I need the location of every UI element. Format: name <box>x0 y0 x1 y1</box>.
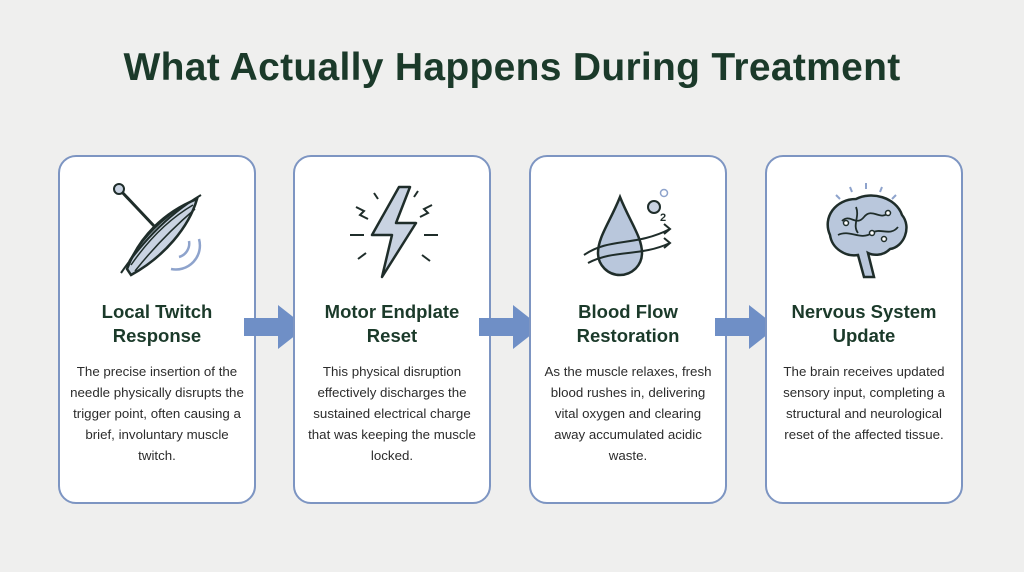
heading-line: Update <box>832 325 896 346</box>
step-description: The brain receives updated sensory input… <box>783 364 945 442</box>
svg-text:2: 2 <box>660 212 666 224</box>
brain-icon <box>826 183 908 279</box>
heading-line: Restoration <box>576 325 680 346</box>
step-description: This physical disruption effectively dis… <box>308 364 476 463</box>
step-heading: Nervous System Update <box>767 300 961 348</box>
blood-drop-oxygen-icon: 2 <box>583 188 672 277</box>
page-title: What Actually Happens During Treatment <box>123 46 901 89</box>
heading-line: Motor Endplate <box>324 301 460 322</box>
heading-line: Nervous System <box>791 301 937 322</box>
needle-muscle-icon <box>113 183 202 277</box>
lightning-bolt-icon <box>350 185 438 279</box>
step-card-motor-endplate: Motor Endplate Reset This physical disru… <box>293 155 491 504</box>
heading-line: Reset <box>366 325 418 346</box>
arrow-right-icon <box>244 305 306 349</box>
heading-line: Response <box>112 325 202 346</box>
heading-line: Local Twitch <box>101 301 213 322</box>
step-card-blood-flow: 2 Blood Flow Restoration As the muscle r… <box>529 155 727 504</box>
step-card-nervous-system: Nervous System Update The brain receives… <box>765 155 963 504</box>
arrow-right-icon <box>715 305 777 349</box>
heading-line: Blood Flow <box>578 301 678 322</box>
step-description: As the muscle relaxes, fresh blood rushe… <box>544 364 712 463</box>
step-card-local-twitch: Local Twitch Response The precise insert… <box>58 155 256 504</box>
step-heading: Motor Endplate Reset <box>295 300 489 348</box>
arrow-right-icon <box>479 305 541 349</box>
step-heading: Local Twitch Response <box>60 300 254 348</box>
step-heading: Blood Flow Restoration <box>531 300 725 348</box>
step-description: The precise insertion of the needle phys… <box>70 364 244 463</box>
